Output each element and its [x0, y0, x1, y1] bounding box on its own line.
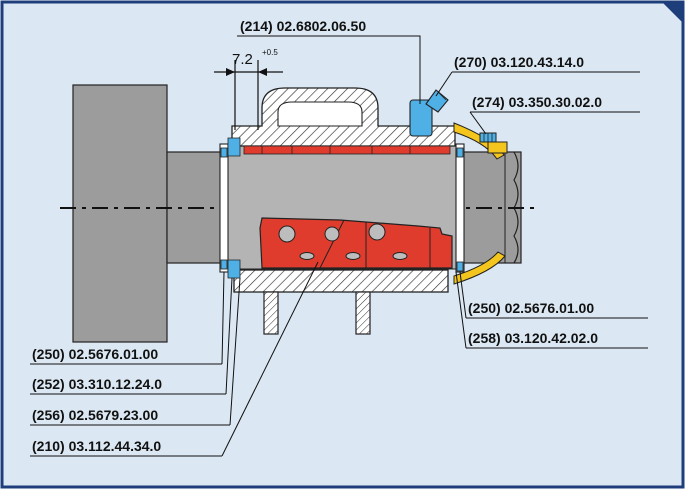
upper-red-liner [243, 145, 451, 155]
right-seal-blue-bottom [456, 261, 464, 272]
upper-housing-cavity [277, 101, 363, 127]
dimension-arrow-left [226, 68, 235, 76]
left-seal-blue-top [220, 147, 228, 158]
grease-nipple [409, 89, 449, 137]
left-seal-blue-bottom [220, 259, 228, 270]
dimension-arrow-right [258, 68, 267, 76]
left-seal-cap-bottom [227, 259, 241, 279]
shell-holes [278, 223, 408, 260]
callout-250-right: (250) 02.5676.01.00 [468, 300, 594, 316]
dimension-value: 7.2 [232, 51, 253, 68]
lower-housing [233, 269, 449, 293]
callout-256: (256) 02.5679.23.00 [32, 407, 158, 423]
left-seal-cap-top [227, 137, 241, 157]
callout-270: (270) 03.120.43.14.0 [454, 54, 584, 70]
upper-liner-marks [261, 146, 411, 154]
leader-lines [30, 35, 648, 457]
shell-split-line [319, 219, 345, 269]
left-seal-ring [219, 143, 229, 273]
clamp-screw [479, 132, 497, 143]
callout-210: (210) 03.112.44.34.0 [32, 438, 161, 454]
lower-leg-right [355, 291, 371, 335]
yellow-band-bottom [453, 251, 506, 285]
frame-corner [663, 3, 682, 22]
callout-252: (252) 03.310.12.24.0 [32, 376, 162, 392]
right-seal-ring [455, 143, 465, 273]
right-seal-blue-top [456, 147, 464, 158]
callout-250-left: (250) 02.5676.01.00 [32, 346, 158, 362]
callout-258: (258) 03.120.42.02.0 [468, 330, 598, 346]
callout-274: (274) 03.350.30.02.0 [472, 94, 602, 110]
flange-disc [72, 84, 168, 343]
dimension-tolerance: +0.5 [262, 48, 278, 57]
lower-leg-left [263, 291, 279, 335]
callout-214: (214) 02.6802.06.50 [240, 18, 366, 34]
dimension-markers [214, 60, 283, 130]
yellow-clamp-top [487, 141, 508, 154]
